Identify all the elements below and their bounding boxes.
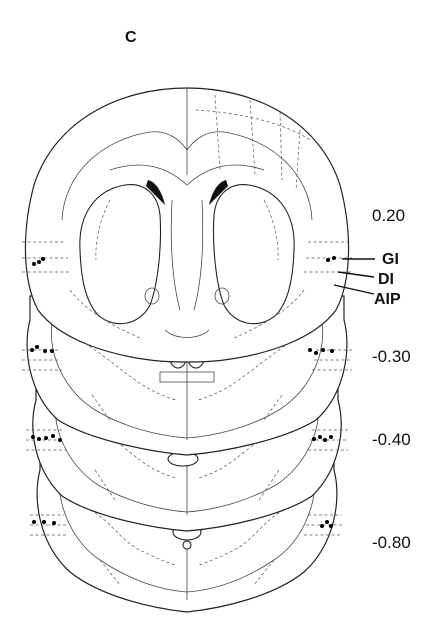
site-dot	[52, 521, 56, 525]
site-dot	[332, 256, 336, 260]
site-dot	[329, 435, 333, 439]
site-dot	[308, 348, 312, 352]
site-dot	[37, 437, 41, 441]
site-dot	[50, 349, 54, 353]
level-label-1: 0.20	[372, 206, 405, 225]
level-label-3: -0.40	[372, 430, 411, 449]
section-level-1	[22, 88, 352, 362]
site-dot	[320, 524, 324, 528]
region-label-aip: AIP	[374, 291, 401, 308]
level-label-2: -0.30	[372, 347, 411, 366]
site-dot	[41, 257, 45, 261]
site-dot	[43, 349, 47, 353]
site-dot	[32, 262, 36, 266]
site-dot	[31, 435, 35, 439]
region-label-gi: GI	[382, 251, 399, 268]
site-dot	[35, 345, 39, 349]
site-dot	[30, 348, 34, 352]
site-dot	[330, 349, 334, 353]
region-label-di: DI	[378, 271, 394, 288]
site-dot	[58, 438, 62, 442]
site-dot	[51, 434, 55, 438]
level-label-4: -0.80	[372, 533, 411, 552]
site-dot	[321, 348, 325, 352]
site-dot	[326, 258, 330, 262]
site-dot	[44, 436, 48, 440]
site-dot	[318, 435, 322, 439]
site-dot	[42, 520, 46, 524]
site-dot	[314, 351, 318, 355]
site-dot	[325, 520, 329, 524]
site-dot	[32, 520, 36, 524]
site-dot	[312, 437, 316, 441]
site-dot	[329, 524, 333, 528]
site-dot	[323, 438, 327, 442]
site-dot	[37, 260, 41, 264]
panel-letter: C	[125, 29, 137, 46]
